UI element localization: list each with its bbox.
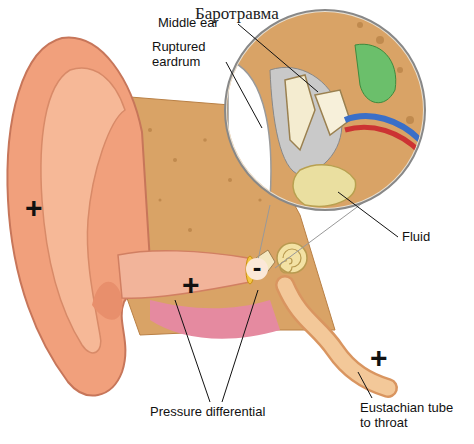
part-label: Fluid [402, 230, 430, 245]
part-label: Eustachian tube to throat [360, 401, 465, 431]
pressure-sign: + [370, 343, 388, 373]
part-label: Middle ear [158, 16, 219, 31]
pressure-sign: - [246, 258, 268, 280]
pressure-sign: + [182, 270, 200, 300]
part-label: Pressure differential [150, 405, 265, 420]
part-label: Ruptured eardrum [152, 40, 228, 70]
pressure-sign: + [25, 193, 43, 223]
